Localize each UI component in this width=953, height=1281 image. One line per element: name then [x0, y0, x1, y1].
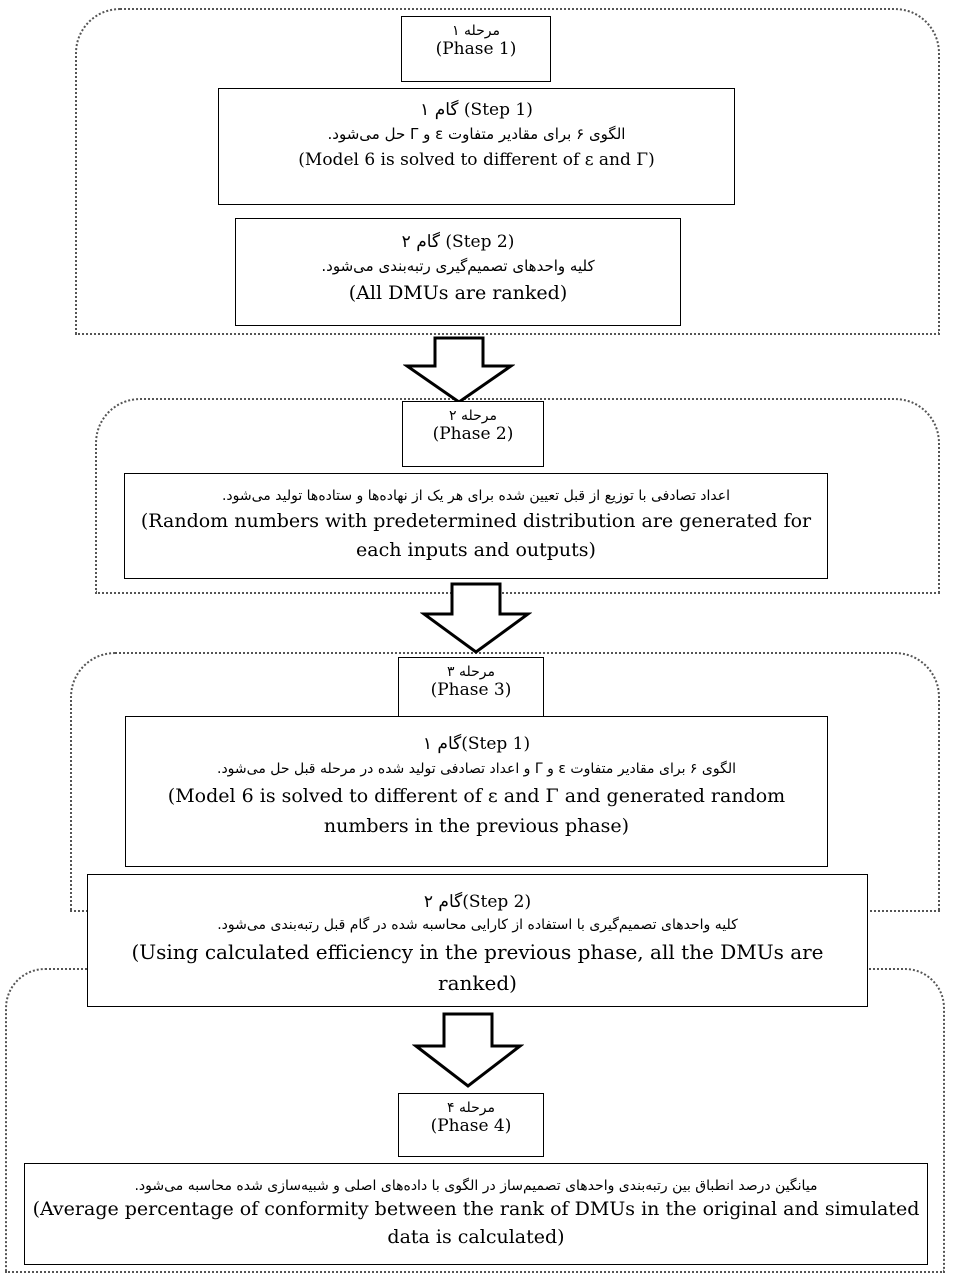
- phase-4-body-en1: (Average percentage of conformity betwee…: [32, 1198, 920, 1221]
- phase-4-body-en2: data is calculated): [387, 1225, 565, 1248]
- phase-4-body: میانگین درصد انطباق بین رتبه‌بندی واحدها…: [24, 1163, 928, 1265]
- phase-4-body-fa: میانگین درصد انطباق بین رتبه‌بندی واحدها…: [134, 1178, 818, 1194]
- phase-2-body-en2: each inputs and outputs): [356, 538, 596, 561]
- phase-1-frame: [75, 8, 940, 335]
- phase-2-body-fa: اعداد تصادفی با توزیع از قبل تعیین شده ب…: [221, 488, 731, 504]
- phase-3-step-1-fa: الگوی ۶ برای مقادیر متفاوت ε و Γ و اعداد…: [217, 761, 736, 778]
- phase-1-step-2-fa: کلیه واحدهای تصمیم‌گیری رتبه‌بندی می‌شود…: [321, 257, 595, 276]
- phase-3-step-1-title: گام ۱(Step 1): [422, 734, 531, 754]
- phase-2-header: مرحله ۲ (Phase 2): [402, 401, 544, 467]
- phase-1-step-2: گام ۲ (Step 2) کلیه واحدهای تصمیم‌گیری ر…: [235, 218, 681, 326]
- phase-3-step-2-en2: ranked): [438, 971, 517, 996]
- phase-3-step-1: گام ۱(Step 1) الگوی ۶ برای مقادیر متفاوت…: [125, 716, 828, 867]
- down-arrow-1: [403, 336, 515, 404]
- phase-2-body: اعداد تصادفی با توزیع از قبل تعیین شده ب…: [124, 473, 828, 579]
- phase-3-step-1-en2: numbers in the previous phase): [323, 814, 630, 837]
- phase-1-step-1: گام ۱ (Step 1) الگوی ۶ برای مقادیر متفاو…: [218, 88, 735, 205]
- phase-1-step-1-title: گام ۱ (Step 1): [420, 100, 533, 120]
- phase-3-header: مرحله ۳ (Phase 3): [398, 657, 544, 721]
- phase-4-header-en: (Phase 4): [430, 1116, 512, 1136]
- phase-1-step-2-en: (All DMUs are ranked): [348, 281, 568, 304]
- down-arrow-3: [412, 1012, 524, 1088]
- phase-1-step-1-fa: الگوی ۶ برای مقادیر متفاوت ε و Γ حل می‌ش…: [327, 125, 626, 144]
- phase-2-frame: [95, 398, 940, 594]
- phase-3-step-1-en1: (Model 6 is solved to different of ε and…: [167, 784, 786, 807]
- phase-2-header-en: (Phase 2): [432, 424, 514, 444]
- phase-3-step-2-en1: (Using calculated efficiency in the prev…: [131, 940, 824, 965]
- phase-1-header: مرحله ۱ (Phase 1): [401, 16, 551, 82]
- phase-2-body-en1: (Random numbers with predetermined distr…: [140, 510, 812, 532]
- phase-1-header-fa: مرحله ۱: [452, 23, 500, 39]
- phase-1-header-en: (Phase 1): [435, 39, 517, 59]
- phase-4-header-fa: مرحله ۴: [447, 1100, 495, 1116]
- phase-3-step-2-title: گام ۲(Step 2): [423, 892, 532, 912]
- down-arrow-2: [420, 582, 532, 654]
- phase-3-header-en: (Phase 3): [430, 680, 512, 700]
- phase-1-step-2-title: گام ۲ (Step 2): [401, 232, 515, 252]
- phase-1-step-1-en: (Model 6 is solved to different of ε and…: [298, 149, 655, 170]
- phase-2-header-fa: مرحله ۲: [449, 408, 497, 424]
- phase-3-header-fa: مرحله ۳: [447, 664, 495, 680]
- phase-3-step-2-fa: کلیه واحدهای تصمیم‌گیری با استفاده از کا…: [217, 917, 738, 934]
- phase-3-step-2: گام ۲(Step 2) کلیه واحدهای تصمیم‌گیری با…: [87, 874, 868, 1007]
- phase-4-header: مرحله ۴ (Phase 4): [398, 1093, 544, 1157]
